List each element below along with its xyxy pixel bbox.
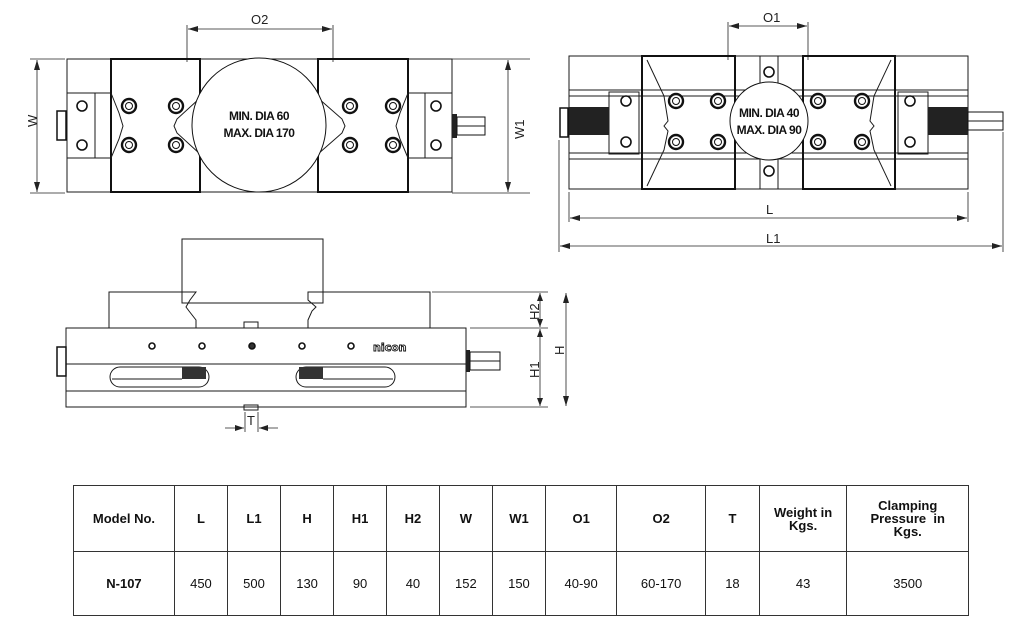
cell-t: 18	[705, 551, 760, 616]
header-weight-line1: Weight in	[773, 504, 833, 520]
dim-label-w1: W1	[512, 120, 527, 140]
cell-l: 450	[173, 551, 228, 616]
header-w1: W1	[491, 485, 546, 552]
specification-table: Model No. L L1 H H1 H2 W W1 O1 O2 T Weig…	[73, 485, 969, 616]
cell-w1: 150	[491, 551, 546, 616]
header-weight: Weight in Kgs.	[758, 485, 848, 552]
header-weight-line2: Kgs.	[789, 517, 818, 533]
dim-label-w: W	[25, 114, 40, 127]
cell-weight: 43	[758, 551, 848, 616]
dim-label-l1: L1	[766, 231, 780, 246]
cell-model-no: N-107	[73, 551, 175, 616]
header-model-no: Model No.	[73, 485, 175, 552]
capacity-min-large: MIN. DIA 60	[229, 109, 290, 123]
header-clamp-line3: Kgs.	[893, 524, 922, 539]
capacity-min-small: MIN. DIA 40	[739, 106, 800, 120]
cell-clamping-pressure: 3500	[846, 551, 969, 616]
cell-h: 130	[280, 551, 335, 616]
header-h: H	[280, 485, 335, 552]
table-header-row: Model No. L L1 H H1 H2 W W1 O1 O2 T Weig…	[73, 485, 969, 552]
cell-l1: 500	[226, 551, 282, 616]
cell-h2: 40	[385, 551, 440, 616]
header-clamp-line1: Clamping	[878, 498, 938, 513]
header-clamp-line2: Pressure in	[870, 511, 945, 526]
table-row: N-107 450 500 130 90 40 152 150 40-90 60…	[73, 551, 969, 616]
capacity-max-small: MAX. DIA 90	[737, 123, 803, 137]
header-o1: O1	[544, 485, 618, 552]
cell-h1: 90	[333, 551, 387, 616]
cell-o2: 60-170	[616, 551, 707, 616]
top-view-large-jaws: W W1 O2	[25, 12, 530, 194]
brand-logo-nicon: nicon	[373, 341, 407, 354]
top-view-small-jaws: O1 L L1	[558, 10, 1004, 252]
dim-label-h: H	[552, 346, 567, 355]
dim-label-l: L	[766, 202, 773, 217]
dim-label-o2: O2	[251, 12, 268, 27]
capacity-max-large: MAX. DIA 170	[224, 126, 296, 140]
dim-label-h2: H2	[527, 303, 542, 320]
header-t: T	[705, 485, 760, 552]
header-clamping-pressure: Clamping Pressure in Kgs.	[846, 485, 969, 552]
cell-w: 152	[438, 551, 493, 616]
header-o2: O2	[616, 485, 707, 552]
header-w: W	[438, 485, 493, 552]
header-l: L	[173, 485, 228, 552]
header-h2: H2	[385, 485, 440, 552]
side-view: nicon H2 H1 H T	[56, 238, 569, 432]
header-h1: H1	[333, 485, 387, 552]
cell-o1: 40-90	[544, 551, 618, 616]
header-l1: L1	[226, 485, 282, 552]
dim-label-o1: O1	[763, 10, 780, 25]
dim-label-t: T	[247, 413, 255, 428]
dim-label-h1: H1	[527, 361, 542, 378]
